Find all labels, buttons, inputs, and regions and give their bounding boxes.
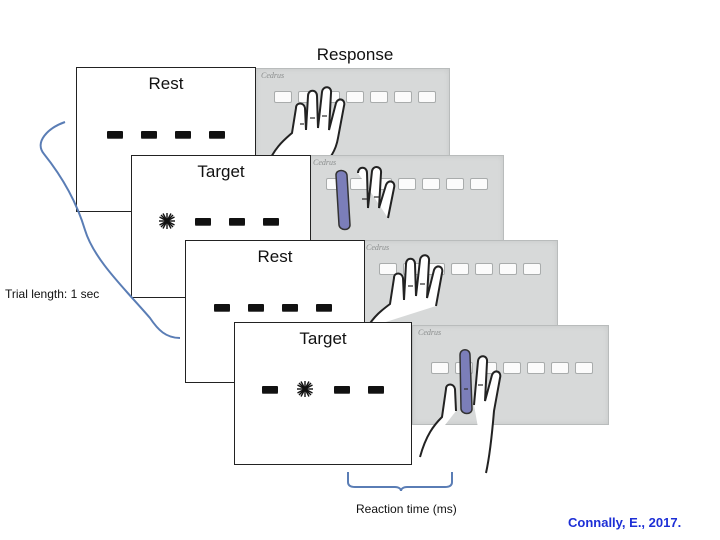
pad-key	[551, 362, 569, 374]
pad-brand-label: Cedrus	[418, 328, 442, 337]
pad-brand-label: Cedrus	[261, 71, 285, 80]
trial-length-bracket	[39, 121, 181, 339]
hand-icon	[419, 349, 502, 474]
hand-icon	[266, 86, 346, 169]
hand-icon	[366, 254, 444, 329]
rest-marker	[141, 131, 157, 138]
pad-key	[379, 263, 397, 275]
rest-marker	[214, 304, 230, 311]
rest-marker	[229, 218, 245, 225]
pad-key	[431, 362, 449, 374]
pad-key	[370, 91, 388, 103]
pad-key	[475, 263, 493, 275]
rest-marker	[107, 131, 123, 138]
rest-marker	[195, 218, 211, 225]
rest-marker	[175, 131, 191, 138]
response-pad-4: Cedrus	[412, 325, 609, 425]
target-star-icon	[297, 381, 313, 397]
rest-marker	[262, 386, 278, 393]
pad-brand-label: Cedrus	[313, 158, 337, 167]
pad-key	[523, 263, 541, 275]
rest-marker	[209, 131, 225, 138]
hand-icon	[335, 166, 396, 231]
stimulus-screen-4: Target	[234, 322, 412, 465]
pad-key	[422, 178, 440, 190]
pad-key	[527, 362, 545, 374]
reaction-time-bracket	[347, 472, 453, 492]
pad-key	[274, 91, 292, 103]
screen-title: Rest	[148, 74, 184, 93]
screen-title: Rest	[257, 247, 293, 266]
trial-length-label: Trial length: 1 sec	[5, 287, 100, 301]
pad-key	[470, 178, 488, 190]
citation: Connally, E., 2017.	[568, 515, 682, 530]
pad-key	[418, 91, 436, 103]
pad-key	[398, 178, 416, 190]
pad-key	[451, 263, 469, 275]
pad-key	[394, 91, 412, 103]
pad-key	[575, 362, 593, 374]
rest-marker	[248, 304, 264, 311]
screen-title: Target	[299, 329, 347, 348]
pad-brand-label: Cedrus	[366, 243, 390, 252]
pressed-finger-highlight	[335, 169, 351, 231]
rest-marker	[368, 386, 384, 393]
screen-title: Target	[197, 162, 245, 181]
pad-key	[346, 91, 364, 103]
rest-marker	[316, 304, 332, 311]
rest-marker	[334, 386, 350, 393]
rest-marker	[263, 218, 279, 225]
pressed-finger-highlight	[459, 349, 473, 415]
rest-marker	[282, 304, 298, 311]
pad-key	[499, 263, 517, 275]
target-star-icon	[159, 213, 175, 229]
reaction-time-label: Reaction time (ms)	[356, 502, 457, 516]
pad-key	[446, 178, 464, 190]
response-heading: Response	[316, 45, 394, 64]
pad-key	[503, 362, 521, 374]
